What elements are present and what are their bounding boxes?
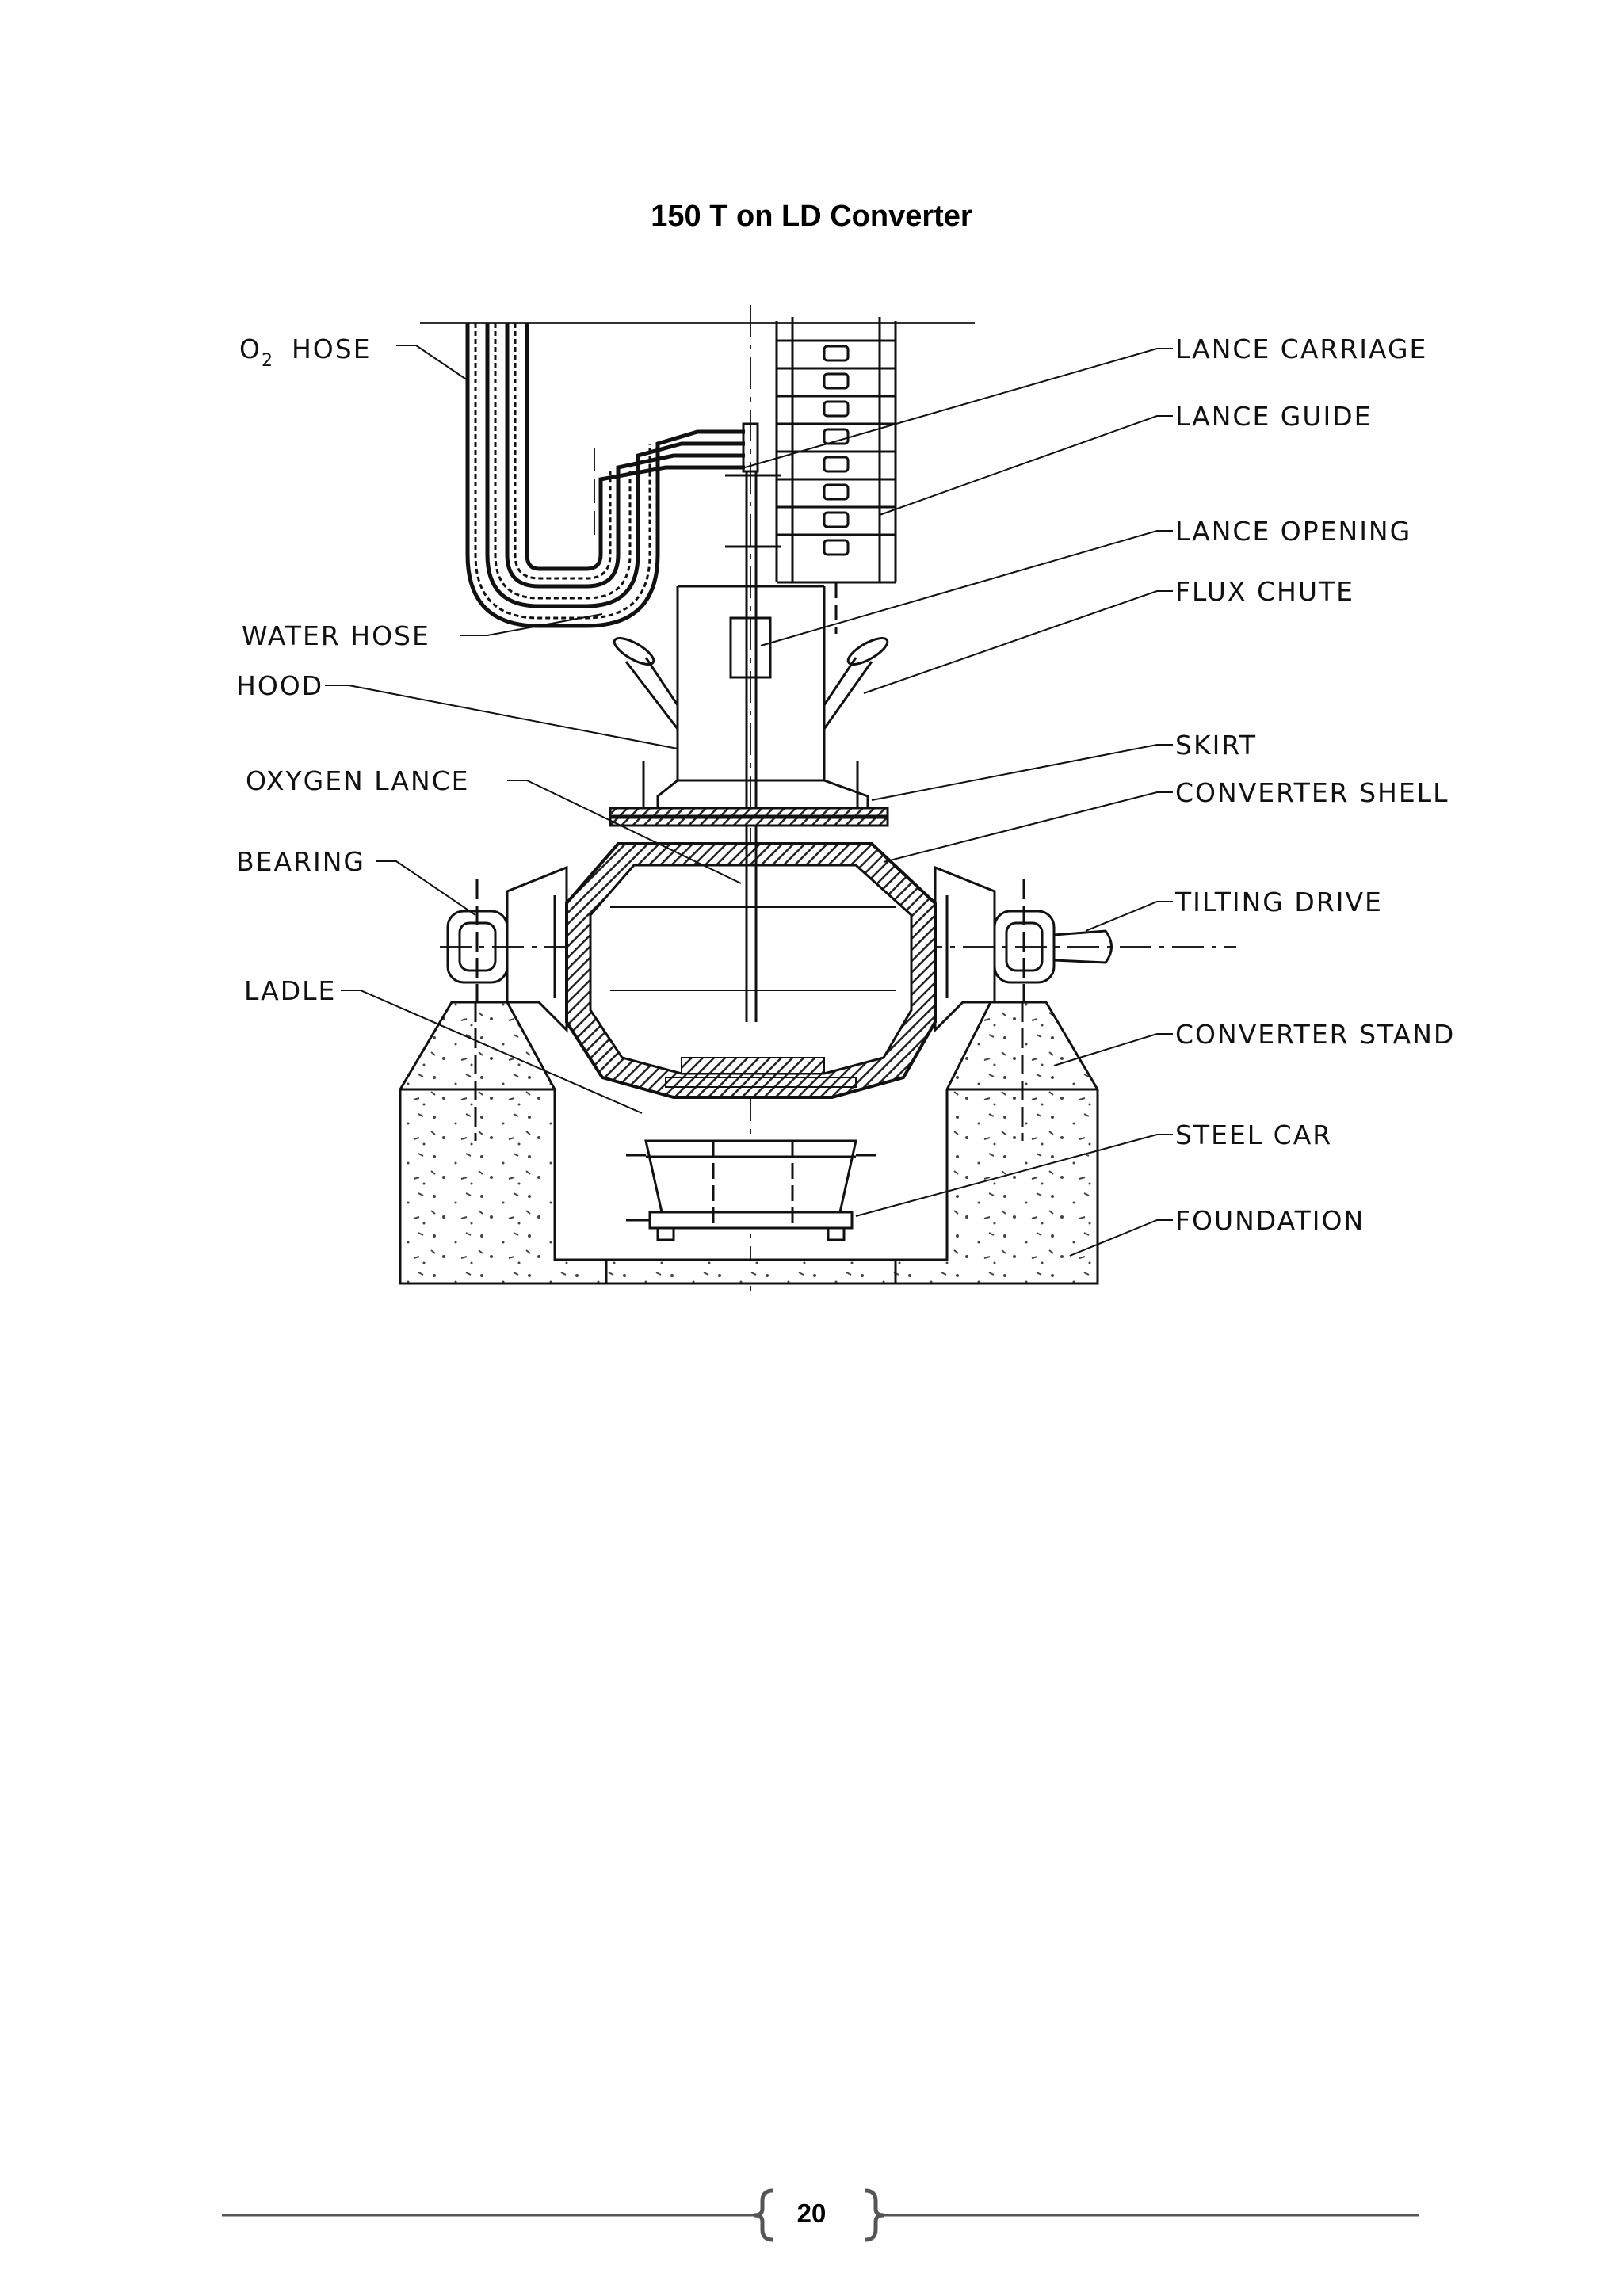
footer-rule: [222, 2188, 1419, 2242]
label-water-hose: WATER HOSE: [242, 620, 430, 651]
trunnion-ring: [506, 865, 996, 1033]
label-lance-carriage: LANCE CARRIAGE: [1175, 334, 1427, 364]
label-oxygen-lance: OXYGEN LANCE: [246, 765, 470, 796]
label-converter-shell: CONVERTER SHELL: [1175, 777, 1449, 808]
label-bearing: BEARING: [236, 846, 365, 877]
foundation: [399, 1001, 1099, 1285]
label-foundation: FOUNDATION: [1175, 1205, 1365, 1236]
label-hood: HOOD: [236, 670, 323, 701]
label-steel-car: STEEL CAR: [1175, 1119, 1332, 1150]
page-number: 20: [796, 2199, 827, 2228]
label-ladle: LADLE: [244, 975, 336, 1006]
page-title: 150 T on LD Converter: [651, 200, 972, 233]
lance-carriage: [775, 317, 897, 634]
label-converter-stand: CONVERTER STAND: [1175, 1019, 1455, 1050]
hood: [609, 585, 889, 827]
label-skirt: SKIRT: [1175, 730, 1257, 761]
leader-lines: [325, 345, 1173, 1257]
label-lance-opening: LANCE OPENING: [1175, 516, 1411, 547]
label-tilting-drive: TILTING DRIVE: [1174, 887, 1383, 917]
label-lance-guide: LANCE GUIDE: [1175, 401, 1373, 432]
converter-shell: [565, 842, 937, 1099]
hose-bundle: [465, 323, 745, 628]
label-flux-chute: FLUX CHUTE: [1175, 576, 1354, 607]
ladle-steel-car: [626, 1139, 876, 1241]
bearing-right: [993, 879, 1056, 1014]
tilting-drive: [1053, 929, 1113, 964]
bearing-left: [446, 879, 509, 1014]
